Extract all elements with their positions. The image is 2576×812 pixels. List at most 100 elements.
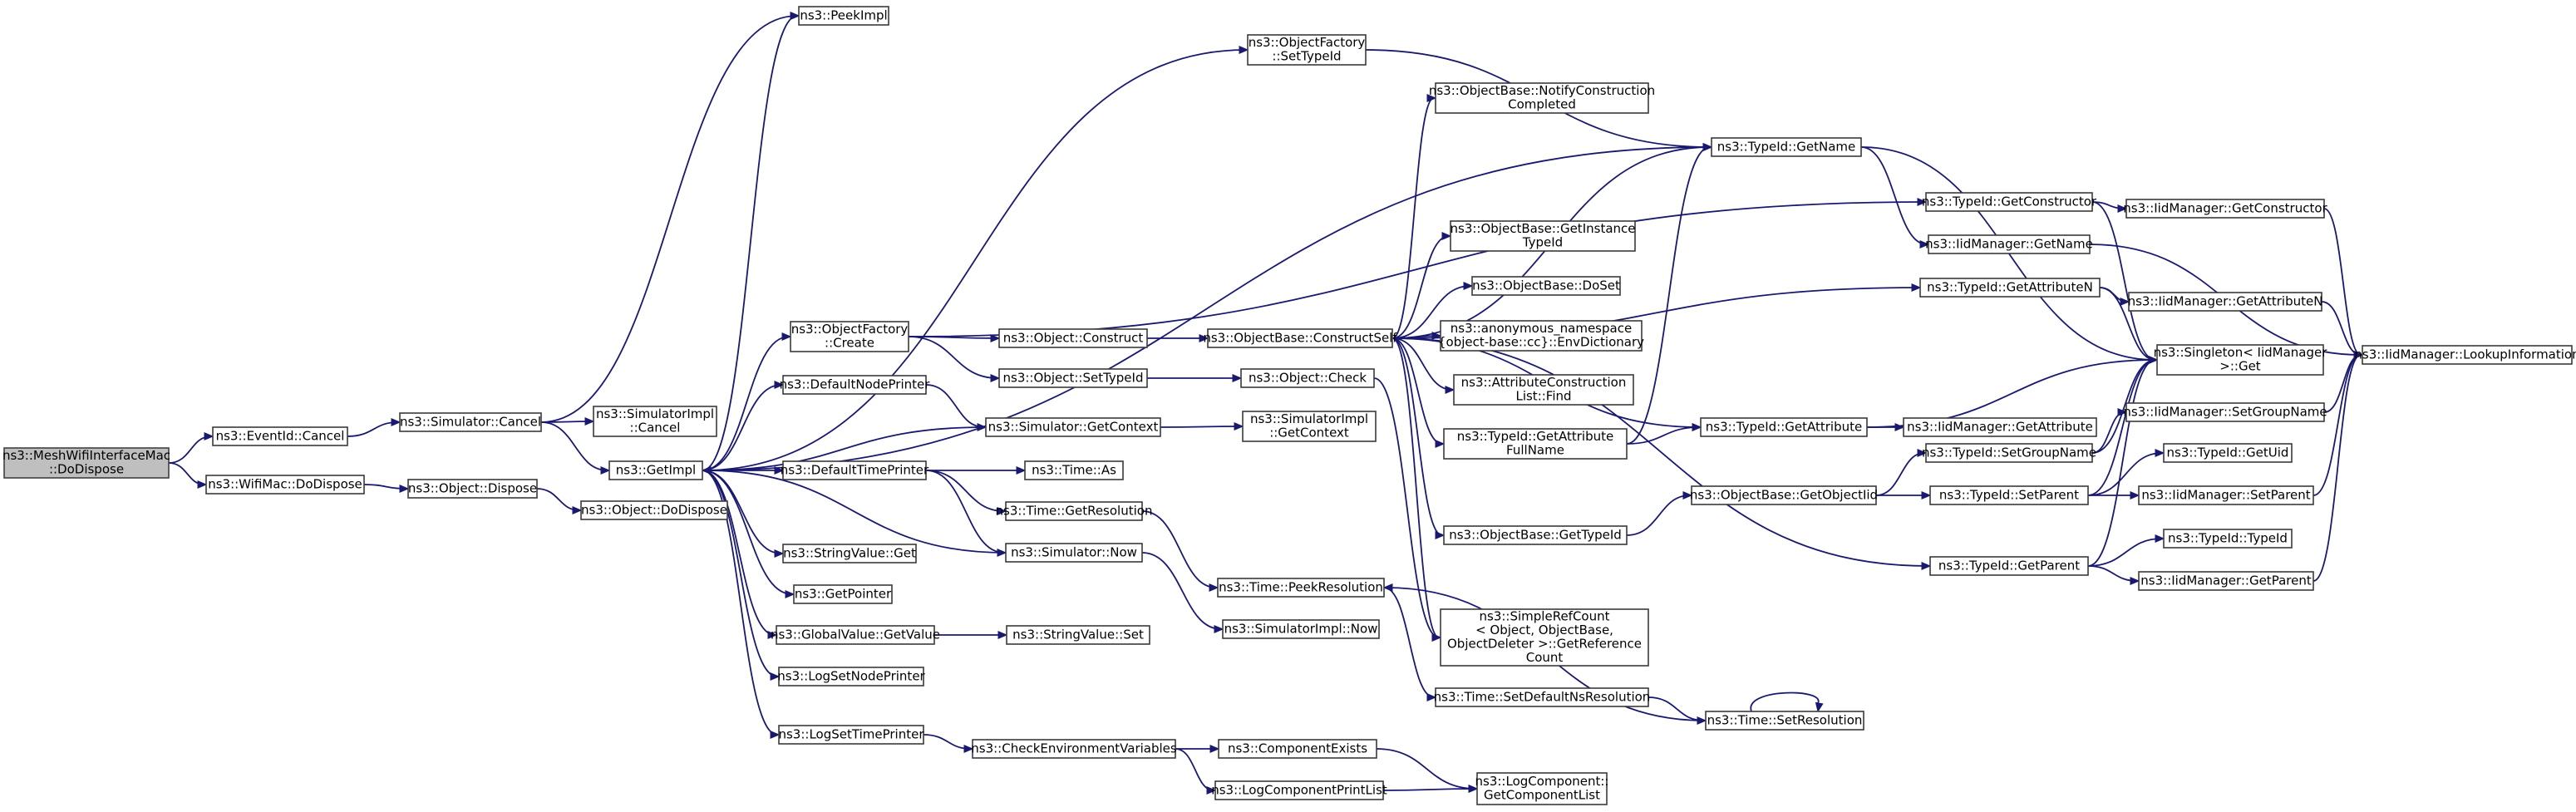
node-time-set-default-ns-resolution[interactable]: ns3::Time::SetDefaultNsResolution — [1434, 687, 1651, 707]
edge-get-impl-to-log-set-node-printer — [702, 470, 781, 681]
node-simple-ref-count-get-reference-count[interactable]: ns3::SimpleRefCount< Object, ObjectBase,… — [1440, 608, 1649, 667]
node-global-value-get-value[interactable]: ns3::GlobalValue::GetValue — [771, 625, 940, 645]
node-event-id-cancel[interactable]: ns3::EventId::Cancel — [212, 426, 348, 446]
node-box — [2362, 345, 2573, 365]
node-iid-manager-get-constructor[interactable]: ns3::IidManager::GetConstructor — [2123, 199, 2328, 219]
node-label: ns3::IidManager::GetAttributeN — [2128, 293, 2323, 308]
node-object-check[interactable]: ns3::Object::Check — [1240, 368, 1375, 388]
node-object-construct[interactable]: ns3::Object::Construct — [998, 328, 1148, 348]
node-type-id-get-constructor[interactable]: ns3::TypeId::GetConstructor — [1922, 192, 2097, 212]
node-string-value-set[interactable]: ns3::StringValue::Set — [1006, 625, 1150, 645]
edge-arrowhead — [785, 590, 795, 598]
node-iid-manager-set-parent[interactable]: ns3::IidManager::SetParent — [2138, 485, 2314, 505]
edge-simulator-get-context-to-simulator-impl-get-context — [1160, 422, 1244, 431]
node-object-set-type-id[interactable]: ns3::Object::SetTypeId — [998, 368, 1148, 388]
node-iid-manager-get-name[interactable]: ns3::IidManager::GetName — [1925, 234, 2093, 254]
node-box — [1006, 625, 1150, 645]
node-label: ns3::Object::Check — [1249, 370, 1367, 385]
edge-object-base-get-object-iid-to-type-id-set-parent — [1875, 491, 1932, 500]
edge-arrowhead — [1921, 562, 1932, 570]
edge-line — [702, 470, 778, 736]
node-label: ObjectDeleter >::GetReference — [1447, 637, 1642, 652]
node-wifi-mac-do-dispose[interactable]: ns3::WifiMac::DoDispose — [205, 475, 365, 495]
node-object-do-dispose[interactable]: ns3::Object::DoDispose — [580, 500, 728, 520]
node-component-exists[interactable]: ns3::ComponentExists — [1218, 739, 1377, 759]
edge-arrowhead — [2120, 298, 2130, 306]
node-label: ns3::SimpleRefCount — [1480, 609, 1610, 624]
node-log-set-node-printer[interactable]: ns3::LogSetNodePrinter — [777, 667, 926, 687]
node-iid-manager-get-parent[interactable]: ns3::IidManager::GetParent — [2138, 571, 2314, 591]
node-box — [1711, 137, 1862, 157]
edge-arrowhead — [1426, 94, 1437, 102]
node-time-get-resolution[interactable]: ns3::Time::GetResolution — [996, 501, 1153, 521]
edge-arrowhead — [990, 334, 1001, 342]
node-object-base-get-object-iid[interactable]: ns3::ObjectBase::GetObjectIid — [1690, 485, 1878, 505]
node-box — [790, 321, 909, 352]
node-string-value-get[interactable]: ns3::StringValue::Get — [782, 544, 917, 563]
node-type-id-get-attribute-n[interactable]: ns3::TypeId::GetAttributeN — [1919, 278, 2101, 298]
node-time-as[interactable]: ns3::Time::As — [1024, 460, 1124, 480]
edge-line — [1383, 587, 1435, 698]
node-type-id-get-uid[interactable]: ns3::TypeId::GetUid — [2163, 443, 2293, 463]
node-label: ns3::GetPointer — [795, 586, 892, 601]
node-label: Completed — [1508, 97, 1576, 112]
edge-object-base-get-object-iid-to-type-id-set-group-name — [1875, 449, 1928, 496]
edge-arrowhead — [1016, 466, 1027, 475]
edge-line — [702, 384, 782, 471]
edge-arrowhead — [1234, 422, 1244, 431]
edge-arrowhead — [1468, 785, 1479, 793]
node-default-time-printer[interactable]: ns3::DefaultTimePrinter — [781, 460, 929, 480]
node-simulator-impl-now[interactable]: ns3::SimulatorImpl::Now — [1222, 619, 1380, 639]
edge-simulator-now-to-simulator-impl-now — [1141, 552, 1224, 633]
node-type-id-get-parent[interactable]: ns3::TypeId::GetParent — [1929, 556, 2089, 576]
node-simulator-impl-get-context[interactable]: ns3::SimulatorImpl::GetContext — [1242, 411, 1377, 442]
edge-arrowhead — [1692, 423, 1702, 431]
node-object-factory-create[interactable]: ns3::ObjectFactory::Create — [790, 321, 909, 352]
node-object-base-do-set[interactable]: ns3::ObjectBase::DoSet — [1471, 276, 1621, 296]
node-get-pointer[interactable]: ns3::GetPointer — [793, 584, 893, 604]
node-notify-construction-completed[interactable]: ns3::ObjectBase::NotifyConstructionCompl… — [1429, 82, 1655, 114]
node-iid-manager-lookup-information[interactable]: ns3::IidManager::LookupInformation — [2354, 345, 2576, 365]
node-object-base-get-type-id[interactable]: ns3::ObjectBase::GetTypeId — [1443, 525, 1628, 545]
node-log-component-get-component-list[interactable]: ns3::LogComponent::GetComponentList — [1475, 772, 1609, 805]
node-time-peek-resolution[interactable]: ns3::Time::PeekResolution — [1217, 578, 1385, 598]
edge-line — [702, 49, 1247, 471]
node-type-id-type-id[interactable]: ns3::TypeId::TypeId — [2163, 529, 2293, 549]
node-peek-impl[interactable]: ns3::PeekImpl — [798, 6, 889, 26]
node-type-id-get-attribute[interactable]: ns3::TypeId::GetAttribute — [1700, 417, 1868, 437]
node-iid-manager-get-attribute-n[interactable]: ns3::IidManager::GetAttributeN — [2128, 292, 2323, 312]
edge-arrowhead — [391, 418, 401, 426]
node-label: ns3::TypeId::TypeId — [2168, 530, 2288, 545]
node-singleton-get[interactable]: ns3::Singleton< IidManager >::Get — [2154, 344, 2328, 376]
node-label: ns3::GetImpl — [616, 462, 696, 477]
node-simulator-now[interactable]: ns3::Simulator::Now — [1005, 543, 1143, 563]
node-check-environment-variables[interactable]: ns3::CheckEnvironmentVariables — [971, 739, 1177, 759]
node-log-set-time-printer[interactable]: ns3::LogSetTimePrinter — [778, 725, 924, 745]
node-simulator-cancel[interactable]: ns3::Simulator::Cancel — [399, 412, 542, 432]
node-type-id-get-name[interactable]: ns3::TypeId::GetName — [1711, 137, 1862, 157]
node-object-base-construct-self[interactable]: ns3::ObjectBase::ConstructSelf — [1203, 328, 1397, 348]
node-iid-manager-get-attribute[interactable]: ns3::IidManager::GetAttribute — [1903, 417, 2097, 437]
node-label: Count — [1526, 650, 1564, 665]
node-label: ns3::TypeId::GetName — [1717, 139, 1855, 154]
node-iid-manager-set-group-name[interactable]: ns3::IidManager::SetGroupName — [2123, 402, 2327, 422]
node-simulator-impl-cancel[interactable]: ns3::SimulatorImpl::Cancel — [593, 406, 717, 437]
edge-arrowhead — [197, 480, 208, 489]
node-object-dispose[interactable]: ns3::Object::Dispose — [407, 479, 538, 499]
node-box — [972, 739, 1176, 759]
node-type-id-set-group-name[interactable]: ns3::TypeId::SetGroupName — [1922, 443, 2096, 463]
node-type-id-set-parent[interactable]: ns3::TypeId::SetParent — [1929, 485, 2089, 505]
node-object-factory-set-type-id[interactable]: ns3::ObjectFactory::SetTypeId — [1247, 34, 1367, 66]
edge-arrowhead — [701, 466, 712, 475]
edge-simulator-cancel-to-peek-impl — [540, 12, 800, 423]
node-env-dictionary[interactable]: ns3::anonymous_namespace{object-base::cc… — [1438, 320, 1644, 352]
node-get-impl[interactable]: ns3::GetImpl — [608, 460, 703, 480]
node-simulator-get-context[interactable]: ns3::Simulator::GetContext — [985, 417, 1161, 437]
node-time-set-resolution[interactable]: ns3::Time::SetResolution — [1705, 711, 1864, 731]
node-default-node-printer[interactable]: ns3::DefaultNodePrinter — [780, 375, 931, 395]
node-label: < Object, ObjectBase, — [1475, 623, 1613, 637]
node-log-component-print-list[interactable]: ns3::LogComponentPrintList — [1211, 780, 1387, 800]
